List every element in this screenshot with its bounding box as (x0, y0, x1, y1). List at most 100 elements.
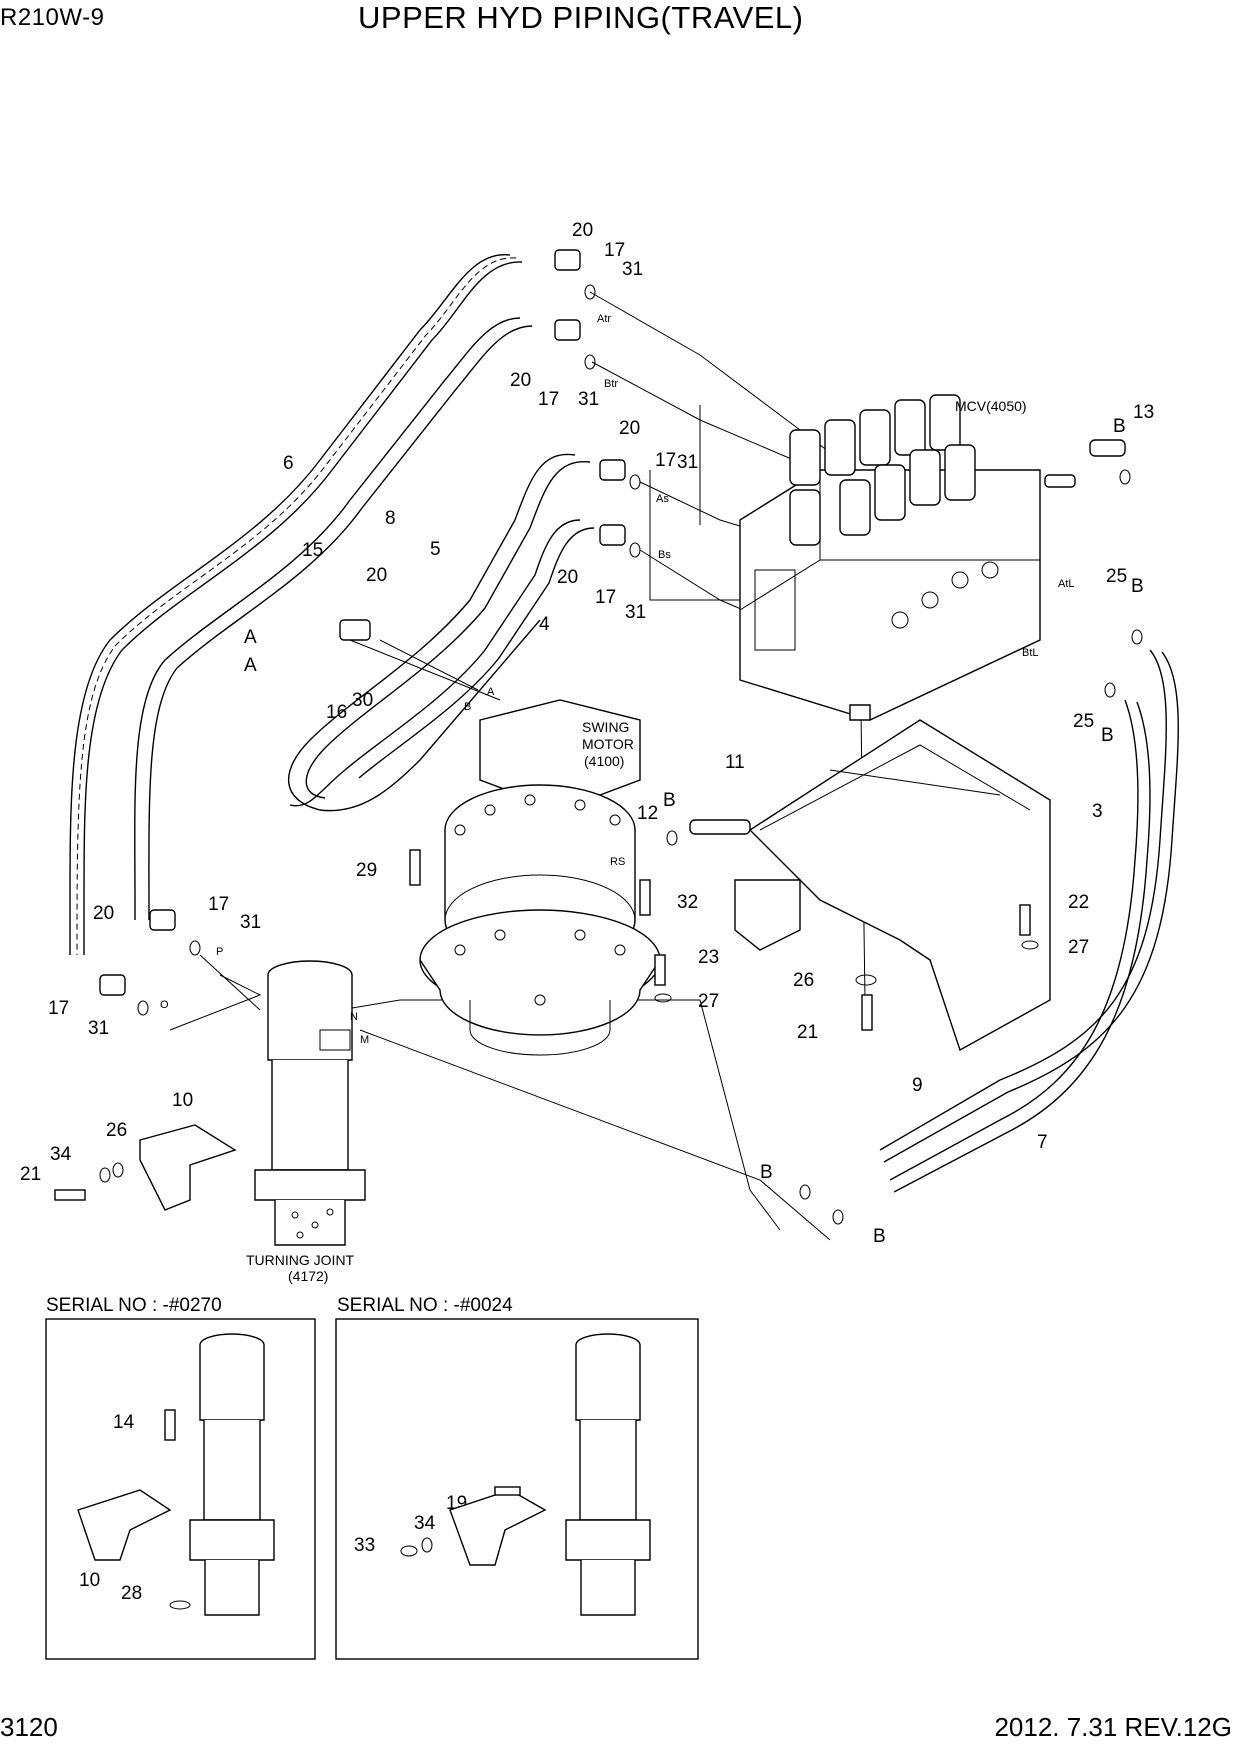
callout: 3 (1092, 801, 1103, 822)
port-label: O (160, 999, 169, 1011)
callout: 25 (1106, 566, 1127, 587)
callout: 31 (88, 1018, 109, 1039)
callout: 17 (208, 894, 229, 915)
callout: B (1113, 416, 1126, 437)
turning-joint-label: TURNING JOINT (246, 1252, 355, 1268)
callout: B (663, 790, 676, 811)
callout: B (760, 1162, 773, 1183)
hose-8 (134, 317, 533, 921)
callout: 20 (510, 370, 531, 391)
callout: 15 (302, 540, 323, 561)
callout: B (1131, 576, 1144, 597)
callout: 12 (637, 803, 658, 824)
port-label: M (360, 1034, 369, 1046)
inset-serial-0270: SERIAL NO : -#0270 (45, 1295, 316, 1660)
callout: 17 (655, 450, 676, 471)
swing-motor-label: (4100) (584, 753, 624, 769)
callout: 14 (113, 1412, 135, 1433)
callout: 33 (354, 1535, 375, 1556)
callout: A (244, 627, 257, 648)
date-revision: 2012. 7.31 REV.12G (994, 1712, 1232, 1742)
leader-lines (169, 291, 866, 1241)
callout: 21 (20, 1164, 41, 1185)
port-label: Btr (604, 378, 618, 390)
callout: A (244, 655, 257, 676)
hose-7 (889, 699, 1151, 1193)
callout: 20 (557, 567, 578, 588)
serial-label: SERIAL NO : -#0024 (337, 1295, 513, 1316)
port-label: AtL (1058, 578, 1075, 590)
callout: 11 (725, 752, 745, 773)
hose-5 (287, 453, 591, 812)
inset-serial-0024: SERIAL NO : -#0024 (335, 1295, 699, 1660)
port-label: As (656, 493, 669, 505)
turning-joint (254, 960, 366, 1246)
callout: 22 (1068, 892, 1089, 913)
bracket-10 (139, 1124, 237, 1211)
callout: 32 (677, 892, 698, 913)
callout: 34 (414, 1513, 436, 1534)
port-labels: Atr Btr As Bs AtL BtL A B RS P O N M (160, 313, 1075, 1046)
port-label: Bs (658, 549, 671, 561)
callout: 26 (106, 1120, 127, 1141)
callout: 20 (572, 220, 593, 241)
swing-motor (419, 699, 661, 1056)
swing-motor-label: SWING (582, 719, 629, 735)
callout: 6 (283, 453, 294, 474)
component-names: MCV(4050) SWING MOTOR (4100) TURNING JOI… (246, 398, 1027, 1284)
callout: 21 (797, 1022, 818, 1043)
callout: B (1101, 725, 1114, 746)
callout: 27 (698, 991, 719, 1012)
callout: 20 (366, 565, 387, 586)
callout: 28 (121, 1583, 142, 1604)
serial-label: SERIAL NO : -#0270 (46, 1295, 222, 1316)
callout: 17 (595, 587, 616, 608)
callout: 31 (622, 259, 643, 280)
callout: B (873, 1226, 886, 1247)
swing-motor-label: MOTOR (582, 736, 634, 752)
mcv-valve-block (739, 394, 1041, 721)
page-title: UPPER HYD PIPING(TRAVEL) (358, 0, 804, 35)
page-number: 3120 (0, 1712, 58, 1742)
port-label: A (487, 686, 495, 698)
port-label: Atr (597, 313, 611, 325)
port-label: P (216, 946, 223, 958)
port-label: BtL (1022, 647, 1039, 659)
callout: 31 (578, 389, 599, 410)
port-label: RS (610, 856, 625, 868)
turning-joint-label: (4172) (288, 1268, 328, 1284)
callout: 16 (326, 702, 347, 723)
callout: 13 (1133, 402, 1154, 423)
callout: 10 (172, 1090, 193, 1111)
mcv-label: MCV(4050) (955, 398, 1027, 414)
callout: 23 (698, 947, 719, 968)
callout: 26 (793, 970, 814, 991)
callout: 17 (48, 998, 69, 1019)
callout: 27 (1068, 937, 1089, 958)
callout: 5 (430, 539, 441, 560)
callout: 17 (538, 389, 559, 410)
model-number: R210W-9 (0, 4, 105, 31)
callout: 31 (625, 602, 646, 623)
callout: 20 (619, 418, 640, 439)
callout: 34 (50, 1144, 72, 1165)
callout: 20 (93, 903, 114, 924)
callout: 10 (79, 1570, 100, 1591)
callout: 31 (240, 912, 261, 933)
port-label: B (464, 701, 471, 713)
callout: 25 (1073, 711, 1094, 732)
bracket-3 (734, 719, 1051, 1052)
callout: 31 (677, 452, 698, 473)
callout: 7 (1037, 1132, 1048, 1153)
hose-4 (289, 519, 595, 807)
callout: 29 (356, 860, 377, 881)
callout: 17 (604, 240, 625, 261)
callout: 4 (539, 614, 550, 635)
port-label: N (350, 1011, 358, 1023)
callout: 30 (352, 690, 373, 711)
hose-9 (879, 649, 1179, 1163)
part-callouts: 20 17 31 20 17 31 20 17 31 20 17 31 13 B… (20, 220, 1154, 1604)
callout: 9 (912, 1075, 923, 1096)
fittings (54, 249, 1143, 1225)
